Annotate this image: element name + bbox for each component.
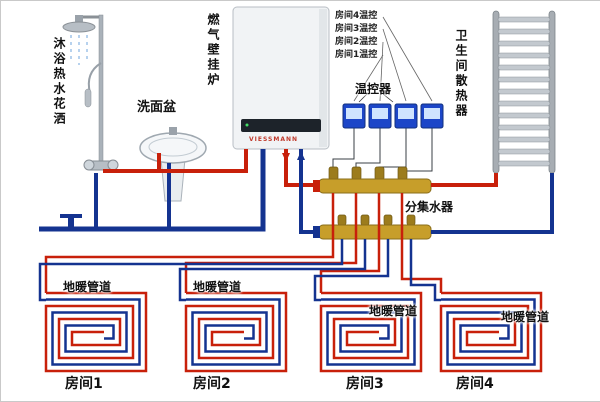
- manifold-actuators: [328, 166, 408, 181]
- room2-label: 房间2: [193, 376, 231, 392]
- room4-thermostat-label: 房间4温控: [335, 11, 378, 21]
- floor-coil-room1: [44, 291, 148, 373]
- thermostat-4: [420, 103, 444, 129]
- thermostat-2: [368, 103, 392, 129]
- boiler-label: 燃气壁挂炉: [206, 13, 220, 88]
- floor-coil-room2: [184, 291, 288, 373]
- cold-water-valve: [60, 214, 82, 229]
- hot-water-pipes: [103, 149, 248, 173]
- room1-label: 房间1: [65, 376, 103, 392]
- heating-supply-pipes: [284, 149, 498, 187]
- boiler-brand: VIESSMANN: [249, 136, 299, 143]
- floor-pipe-label-4: 地暖管道: [501, 310, 550, 324]
- return-manifold-bar: [318, 224, 432, 240]
- floor-pipe-label-2: 地暖管道: [193, 280, 242, 294]
- thermostat-1: [342, 103, 366, 129]
- basin-label: 洗面盆: [137, 100, 177, 115]
- thermostat-3: [394, 103, 418, 129]
- thermostat-group-label: 温控器: [355, 82, 392, 96]
- room1-thermostat-label: 房间1温控: [335, 50, 378, 60]
- shower-fixture: [62, 14, 119, 171]
- lower-manifold-valves: [337, 214, 416, 226]
- water-droplets: [70, 35, 88, 65]
- heating-return-pipes: [299, 149, 554, 234]
- floor-coil-room4: [439, 291, 543, 373]
- boiler-unit: [232, 6, 330, 162]
- room4-label: 房间4: [456, 376, 494, 392]
- supply-manifold-bar: [318, 178, 432, 194]
- manifold-label: 分集水器: [405, 200, 454, 214]
- coil-return-pipes: [38, 239, 441, 302]
- room2-thermostat-label: 房间2温控: [335, 37, 378, 47]
- thermostat-row: [342, 103, 444, 129]
- floor-pipe-label-1: 地暖管道: [63, 280, 112, 294]
- shower-label: 沐浴热水花洒: [52, 37, 66, 127]
- thermostat-leader-lines: [353, 16, 433, 103]
- room3-thermostat-label: 房间3温控: [335, 24, 378, 34]
- room3-label: 房间3: [346, 376, 384, 392]
- room-thermostat-label-list: 房间4温控 房间3温控 房间2温控 房间1温控: [335, 10, 377, 62]
- radiator-label: 卫生间散热器: [454, 29, 468, 119]
- bathroom-radiator: [492, 10, 556, 174]
- floor-pipe-label-3: 地暖管道: [369, 304, 418, 318]
- wash-basin: [139, 127, 207, 202]
- thermostat-wires: [332, 128, 433, 172]
- cold-water-pipes: [39, 149, 266, 232]
